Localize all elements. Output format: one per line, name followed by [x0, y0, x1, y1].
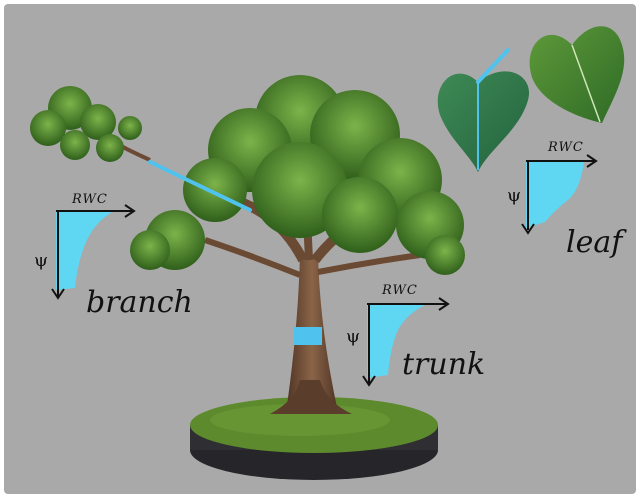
branch-label: branch [86, 288, 193, 318]
branch-y-label: ψ [34, 252, 48, 270]
leaf-x-label: RWC [548, 141, 584, 154]
trunk-x-label: RWC [382, 284, 418, 297]
trunk-label: trunk [402, 350, 485, 380]
leaf-label: leaf [566, 228, 622, 258]
background-panel [4, 4, 636, 494]
background-rect [4, 4, 636, 494]
leaf-y-label: ψ [507, 187, 521, 205]
trunk-y-label: ψ [346, 328, 360, 346]
branch-x-label: RWC [72, 193, 108, 206]
